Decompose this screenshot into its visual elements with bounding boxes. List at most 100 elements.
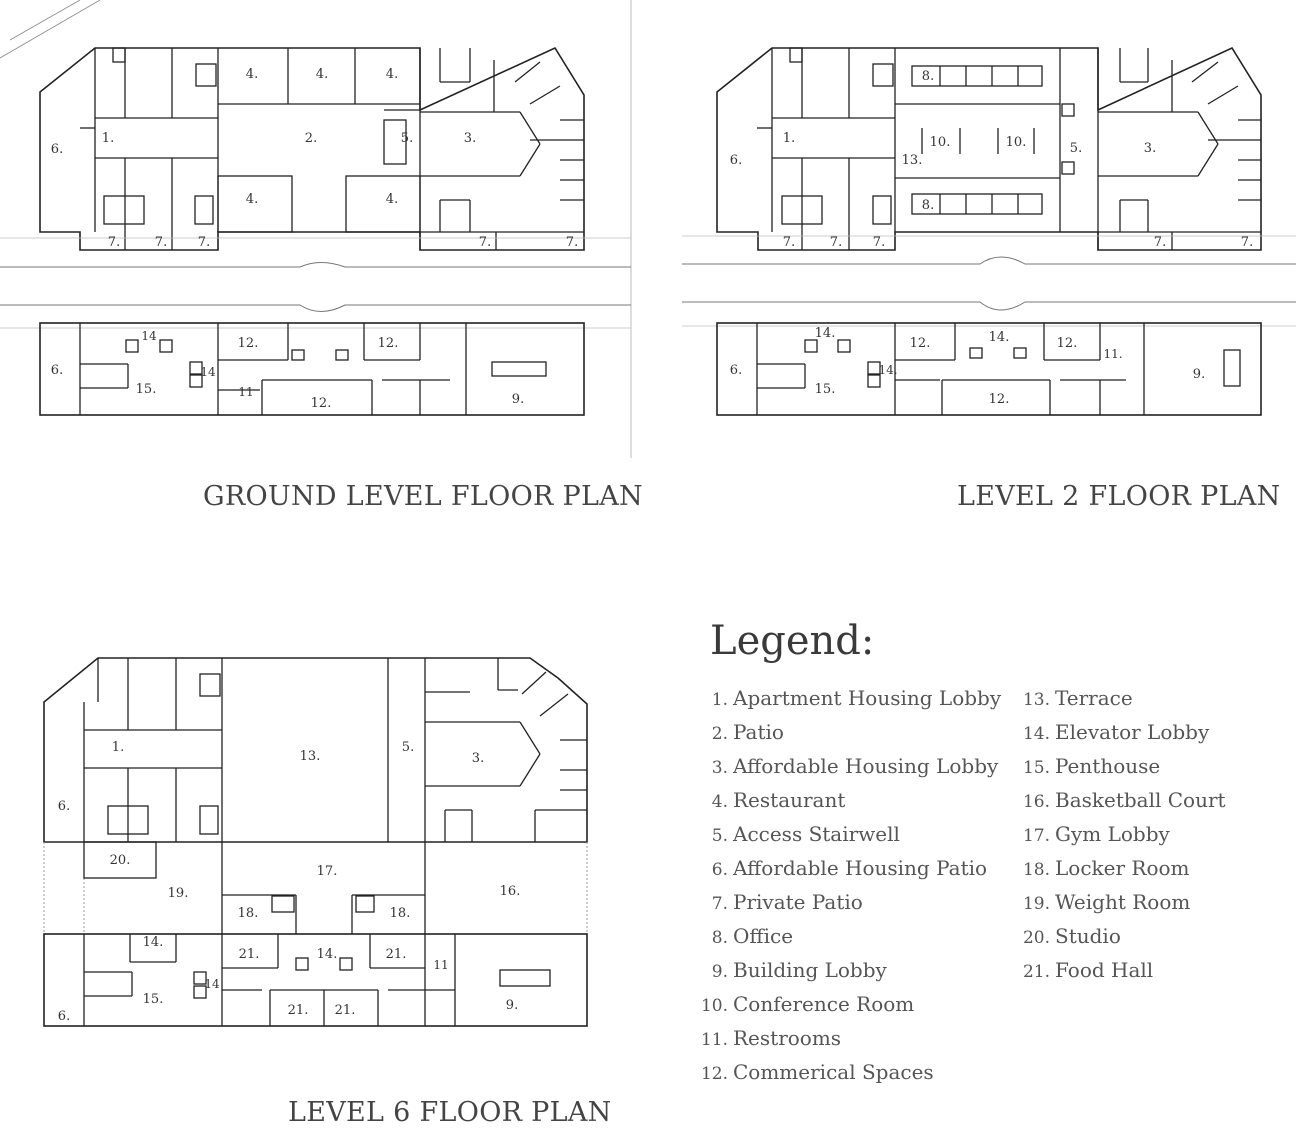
legend-item: 20.Studio: [1022, 924, 1226, 958]
svg-text:12.: 12.: [311, 396, 332, 411]
svg-text:1.: 1.: [102, 131, 114, 146]
legend-item-label: Patio: [733, 720, 784, 744]
svg-text:20.: 20.: [110, 853, 131, 868]
legend-item-number: 12.: [700, 1064, 728, 1084]
svg-text:3.: 3.: [472, 751, 484, 766]
legend-item: 14.Elevator Lobby: [1022, 720, 1226, 754]
legend-item-label: Locker Room: [1055, 856, 1190, 880]
svg-text:18.: 18.: [390, 906, 411, 921]
level6-plan: [43, 657, 588, 1027]
svg-text:14.: 14.: [143, 935, 164, 950]
level2-labels: 1. 3. 5. 6. 7. 7. 7. 7. 7. 8. 8. 10. 10.…: [730, 69, 1253, 407]
legend-item: 2.Patio: [700, 720, 1001, 754]
legend-item: 15.Penthouse: [1022, 754, 1226, 788]
svg-text:21.: 21.: [335, 1003, 356, 1018]
legend-item: 4.Restaurant: [700, 788, 1001, 822]
legend-item: 7.Private Patio: [700, 890, 1001, 924]
legend-item-number: 9.: [711, 962, 728, 982]
legend-item-number: 15.: [1022, 758, 1050, 778]
svg-text:10.: 10.: [930, 135, 951, 150]
svg-text:14.: 14.: [878, 363, 897, 377]
legend-item-number: 2.: [711, 724, 728, 744]
svg-text:14.: 14.: [989, 330, 1010, 345]
ground-level-plan: [0, 0, 632, 458]
legend-item: 5.Access Stairwell: [700, 822, 1001, 856]
svg-text:6.: 6.: [51, 363, 63, 378]
svg-text:9.: 9.: [506, 998, 518, 1013]
svg-text:21.: 21.: [386, 947, 407, 962]
legend-item: 9.Building Lobby: [700, 958, 1001, 992]
legend-item: 12.Commerical Spaces: [700, 1060, 1001, 1094]
legend-item-number: 13.: [1022, 690, 1050, 710]
svg-text:21.: 21.: [239, 947, 260, 962]
svg-text:4.: 4.: [246, 67, 258, 82]
legend-item-label: Affordable Housing Lobby: [733, 754, 999, 778]
svg-text:15.: 15.: [143, 992, 164, 1007]
svg-text:6.: 6.: [51, 142, 63, 157]
svg-text:5.: 5.: [401, 131, 413, 146]
svg-text:6.: 6.: [730, 153, 742, 168]
legend-item-label: Studio: [1055, 924, 1121, 948]
svg-text:11.: 11.: [1103, 347, 1122, 361]
legend-item: 13.Terrace: [1022, 686, 1226, 720]
svg-text:4.: 4.: [316, 67, 328, 82]
legend-item-number: 6.: [711, 860, 728, 880]
svg-text:8.: 8.: [922, 198, 934, 213]
legend-item-label: Terrace: [1055, 686, 1133, 710]
legend-item-label: Private Patio: [733, 890, 863, 914]
legend-item-number: 4.: [711, 792, 728, 812]
legend-item-number: 3.: [711, 758, 728, 778]
svg-text:14: 14: [200, 365, 216, 379]
legend-item: 11.Restrooms: [700, 1026, 1001, 1060]
svg-text:6.: 6.: [730, 363, 742, 378]
level6-labels: 1. 3. 5. 6. 13. 20. 19. 17. 16. 18. 18. …: [58, 740, 521, 1024]
ground-level-labels: 1. 2. 3. 4. 4. 4. 4. 4. 5. 6. 7. 7. 7. 7…: [51, 67, 578, 411]
svg-text:14.: 14.: [815, 326, 836, 341]
legend-item-label: Restaurant: [733, 788, 846, 812]
legend-item-label: Gym Lobby: [1055, 822, 1170, 846]
legend-item-number: 19.: [1022, 894, 1050, 914]
legend-item: 16.Basketball Court: [1022, 788, 1226, 822]
legend-item: 3.Affordable Housing Lobby: [700, 754, 1001, 788]
level2-plan-title: LEVEL 2 FLOOR PLAN: [957, 481, 1281, 512]
svg-text:7.: 7.: [198, 235, 210, 250]
svg-text:12.: 12.: [378, 336, 399, 351]
legend-item: 17.Gym Lobby: [1022, 822, 1226, 856]
legend-item-label: Office: [733, 924, 794, 948]
svg-text:6.: 6.: [58, 1009, 70, 1024]
legend-item-number: 21.: [1022, 962, 1050, 982]
svg-text:17.: 17.: [317, 864, 338, 879]
svg-text:14.: 14.: [317, 947, 338, 962]
svg-text:12.: 12.: [238, 336, 259, 351]
legend-item-number: 20.: [1022, 928, 1050, 948]
svg-text:7.: 7.: [479, 235, 491, 250]
svg-text:7.: 7.: [1154, 235, 1166, 250]
legend-item: 18.Locker Room: [1022, 856, 1226, 890]
legend-item: 1.Apartment Housing Lobby: [700, 686, 1001, 720]
legend-item: 8.Office: [700, 924, 1001, 958]
legend-item: 19.Weight Room: [1022, 890, 1226, 924]
svg-text:13.: 13.: [300, 749, 321, 764]
legend-item-label: Access Stairwell: [733, 822, 900, 846]
svg-text:21.: 21.: [288, 1003, 309, 1018]
svg-text:13.: 13.: [902, 153, 923, 168]
svg-text:12.: 12.: [910, 336, 931, 351]
svg-text:11: 11: [238, 385, 253, 399]
level2-plan: [682, 46, 1296, 416]
legend-item-label: Food Hall: [1055, 958, 1154, 982]
svg-text:9.: 9.: [1193, 367, 1205, 382]
legend-item: 6.Affordable Housing Patio: [700, 856, 1001, 890]
svg-text:1.: 1.: [112, 740, 124, 755]
svg-text:8.: 8.: [922, 69, 934, 84]
legend-item-label: Affordable Housing Patio: [733, 856, 988, 880]
legend-item-number: 8.: [711, 928, 728, 948]
svg-text:4.: 4.: [246, 192, 258, 207]
legend-item-label: Elevator Lobby: [1055, 720, 1210, 744]
svg-text:3.: 3.: [464, 131, 476, 146]
legend-item-label: Apartment Housing Lobby: [733, 686, 1002, 710]
svg-text:14: 14: [141, 329, 157, 343]
svg-text:7.: 7.: [155, 235, 167, 250]
svg-text:18.: 18.: [238, 906, 259, 921]
